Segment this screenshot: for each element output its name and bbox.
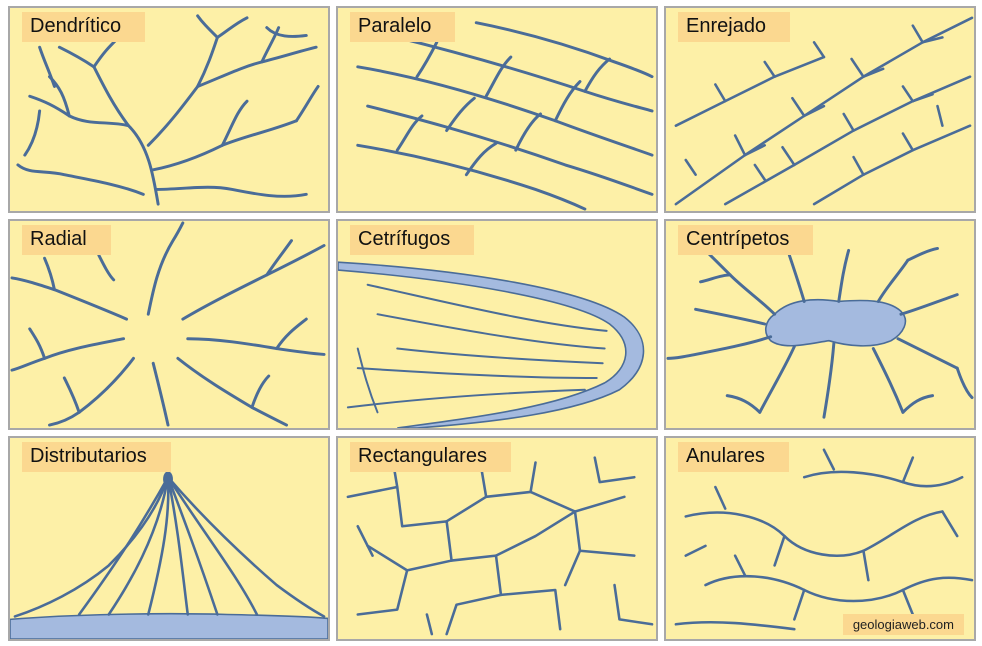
panel-title: Radial	[22, 225, 111, 255]
source-credit: geologiaweb.com	[843, 614, 964, 635]
panel-title: Rectangulares	[350, 442, 511, 472]
panel-title: Centrípetos	[678, 225, 813, 255]
panel-dendritico: Dendrítico	[8, 6, 330, 213]
panel-cetrifugos: Cetrífugos	[336, 219, 658, 430]
panel-paralelo: Paralelo	[336, 6, 658, 213]
panel-rectangulares: Rectangulares	[336, 436, 658, 641]
panel-title: Enrejado	[678, 12, 790, 42]
panel-title: Paralelo	[350, 12, 455, 42]
central-lake	[766, 300, 906, 346]
coastal-water	[10, 614, 328, 639]
panel-title: Anulares	[678, 442, 789, 472]
panel-radial: Radial	[8, 219, 330, 430]
panel-centripetos: Centrípetos	[664, 219, 976, 430]
panel-enrejado: Enrejado	[664, 6, 976, 213]
panel-title: Dendrítico	[22, 12, 145, 42]
panel-distributarios: Distributarios	[8, 436, 330, 641]
panel-title: Cetrífugos	[350, 225, 474, 255]
panel-title: Distributarios	[22, 442, 171, 472]
panel-anulares: Anulares geologiaweb.com	[664, 436, 976, 641]
